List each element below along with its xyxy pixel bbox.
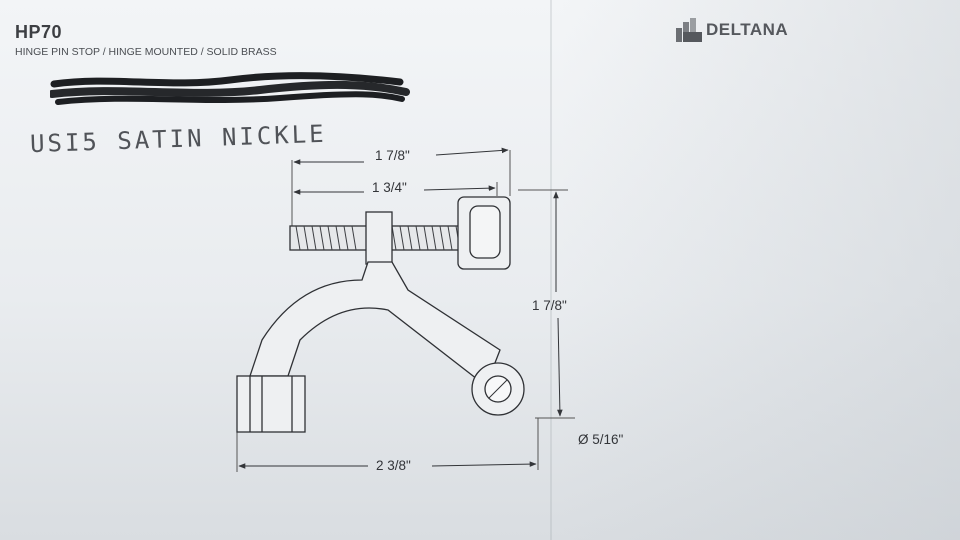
screw-boss — [365, 211, 393, 265]
model-number: HP70 — [15, 22, 63, 42]
screw-threads — [295, 225, 461, 251]
hinge-stop-part — [236, 196, 525, 433]
dim-pin-hole-diameter: Ø 5/16" — [578, 432, 624, 447]
product-description: HINGE PIN STOP / HINGE MOUNTED / SOLID B… — [15, 46, 277, 58]
paper-shadow — [560, 0, 960, 540]
stop-arm — [249, 261, 501, 388]
extension-lines — [236, 150, 575, 472]
deltana-logo-icon — [676, 18, 702, 42]
dim-screw-length: 1 3/4" — [372, 180, 407, 195]
dimension-lines — [238, 147, 563, 469]
bumper-face — [469, 205, 501, 259]
dim-overall-screw-length: 1 7/8" — [375, 148, 410, 163]
dim-base-width: 2 3/8" — [376, 458, 411, 473]
paper-fold — [550, 0, 552, 540]
brand-name: DELTANA — [706, 20, 789, 39]
dim-height: 1 7/8" — [532, 298, 567, 313]
redaction-scribble — [50, 72, 410, 105]
brand-logo: DELTANA — [676, 18, 788, 42]
hinge-pin-collar — [236, 375, 306, 433]
